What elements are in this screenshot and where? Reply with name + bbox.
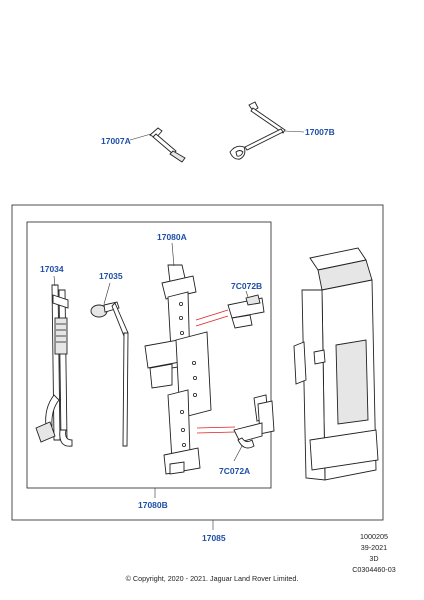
- red-leader-7c072a-b: [196, 431, 236, 434]
- part-7c072a-clip[interactable]: [233, 394, 275, 449]
- label-17007b[interactable]: 17007B: [305, 127, 335, 137]
- part-17034-wheel-brace[interactable]: [35, 284, 73, 447]
- leader-17034: [53, 275, 56, 287]
- label-17080a[interactable]: 17080A: [157, 232, 187, 242]
- label-17080b[interactable]: 17080B: [138, 500, 168, 510]
- meta-date: 39-2021: [361, 543, 387, 552]
- label-17034[interactable]: 17034: [40, 264, 64, 274]
- part-storage-case[interactable]: [293, 247, 379, 481]
- leader-7c072b: [245, 290, 249, 298]
- kit-inner-frame: [26, 221, 272, 489]
- label-7c072b[interactable]: 7C072B: [231, 281, 262, 291]
- leader-17035: [103, 282, 111, 305]
- part-17007a-bracket[interactable]: [149, 127, 186, 163]
- leader-17007b: [284, 130, 305, 133]
- red-leader-7c072b-b: [195, 315, 229, 327]
- leader-7c072a: [233, 445, 243, 462]
- copyright-notice: © Copyright, 2020 - 2021. Jaguar Land Ro…: [125, 574, 299, 583]
- label-17007a[interactable]: 17007A: [101, 136, 131, 146]
- part-17007b-bracket[interactable]: [229, 101, 286, 160]
- red-leader-7c072b-a: [195, 309, 229, 321]
- label-7c072a[interactable]: 7C072A: [219, 466, 250, 476]
- leader-17080a: [171, 242, 175, 267]
- part-17035-jack-handle[interactable]: [90, 301, 129, 447]
- red-leader-7c072a-a: [196, 426, 236, 429]
- leader-17007a: [129, 133, 152, 141]
- meta-ref: C0304460-03: [352, 565, 396, 574]
- kit-outer-frame: [11, 204, 384, 521]
- meta-view: 3D: [369, 554, 378, 563]
- part-7c072b-clip[interactable]: [227, 294, 265, 329]
- label-17035[interactable]: 17035: [99, 271, 123, 281]
- meta-code: 1000205: [360, 532, 388, 541]
- label-17085[interactable]: 17085: [202, 533, 226, 543]
- part-17080a-jack[interactable]: [144, 264, 212, 475]
